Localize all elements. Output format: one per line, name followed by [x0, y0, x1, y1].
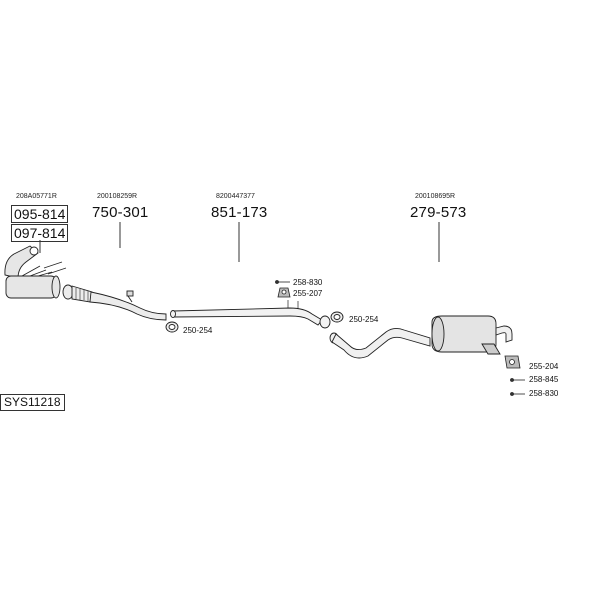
fitting-label-clamp-middle[interactable]: 250-254 — [349, 315, 379, 324]
clamp-middle-icon[interactable] — [330, 311, 344, 323]
oe-number-rear-silencer: 200108695R — [415, 193, 456, 200]
fitting-label-bolt-rear-1[interactable]: 258-845 — [529, 375, 559, 384]
bolt-top-icon[interactable] — [275, 280, 291, 284]
front-pipe-drawing[interactable] — [62, 284, 167, 321]
part-number-rear-silencer[interactable]: 279-573 — [410, 204, 467, 221]
fitting-label-gasket-top[interactable]: 255-207 — [293, 289, 323, 298]
catalyst-drawing[interactable] — [4, 245, 67, 299]
leader-lines — [39, 222, 440, 262]
oe-number-front-pipe: 200108259R — [97, 193, 138, 200]
middle-pipe-drawing[interactable] — [170, 300, 331, 329]
rear-silencer-drawing[interactable] — [329, 315, 513, 359]
fitting-label-bolt-top[interactable]: 258-830 — [293, 278, 323, 287]
part-number-middle-pipe[interactable]: 851-173 — [211, 204, 268, 221]
fitting-label-bolt-rear-2[interactable]: 258-830 — [529, 389, 559, 398]
system-code-label: SYS11218 — [0, 394, 65, 411]
gasket-top-icon[interactable] — [277, 287, 291, 298]
part-number-catalyst-primary[interactable]: 095-814 — [11, 205, 69, 223]
oe-number-middle-pipe: 8200447377 — [216, 193, 255, 200]
bolt-rear-1-icon[interactable] — [510, 378, 526, 382]
oe-number-catalyst: 208A05771R — [16, 193, 57, 200]
fitting-label-clamp-front[interactable]: 250-254 — [183, 326, 213, 335]
clamp-front-icon[interactable] — [165, 321, 179, 333]
part-number-front-pipe[interactable]: 750-301 — [92, 204, 149, 221]
mount-rear-icon[interactable] — [504, 355, 521, 369]
fitting-label-mount-rear[interactable]: 255-204 — [529, 362, 559, 371]
bolt-rear-2-icon[interactable] — [510, 392, 526, 396]
